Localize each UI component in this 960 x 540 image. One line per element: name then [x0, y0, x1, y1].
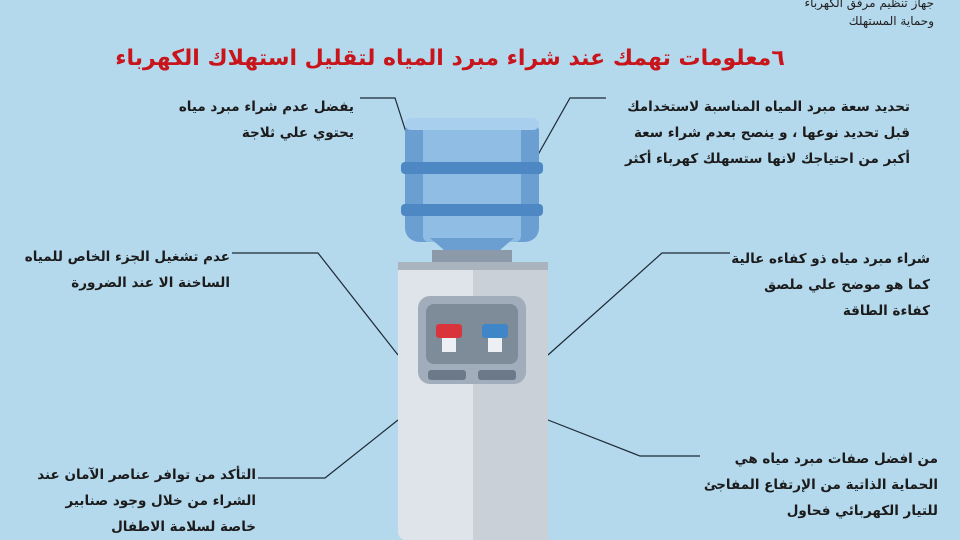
page-title: ٦معلومات تهمك عند شراء مبرد المياه لتقلي… — [115, 46, 785, 71]
tip-bottom-right: من افضل صفات مبرد مياه هي الحماية الذاتي… — [703, 451, 938, 519]
organization-line-2: وحماية المستهلك — [848, 14, 934, 28]
tip-top-left: يفضل عدم شراء مبرد مياه يحتوي علي ثلاجة — [178, 99, 354, 141]
organization-line-1: جهاز تنظيم مرفق الكهرباء — [804, 0, 934, 10]
tip-middle-left: عدم تشغيل الجزء الخاص للمياه الساخنة الا… — [24, 249, 230, 291]
cold-water-tap-icon — [482, 324, 508, 352]
tip-bottom-left: التأكد من توافر عناصر الآمان عند الشراء … — [37, 467, 256, 535]
leader-line-bottom-left — [258, 419, 399, 479]
leader-line-bottom-right — [547, 419, 700, 457]
tip-middle-right: شراء مبرد مياه ذو كفاءه عالية كما هو موض… — [731, 251, 930, 319]
hot-water-tap-icon — [436, 324, 462, 352]
leader-line-middle-right — [547, 252, 730, 356]
water-bottle-icon — [401, 118, 543, 250]
leader-line-middle-left — [232, 252, 399, 356]
leader-lines — [232, 97, 730, 479]
organization-name: جهاز تنظيم مرفق الكهرباء وحماية المستهلك — [674, 0, 934, 30]
tip-top-right: تحديد سعة مبرد المياه المناسبة لاستخدامك… — [624, 99, 910, 167]
dispenser-body — [398, 250, 548, 540]
leader-line-top-right — [534, 97, 606, 161]
